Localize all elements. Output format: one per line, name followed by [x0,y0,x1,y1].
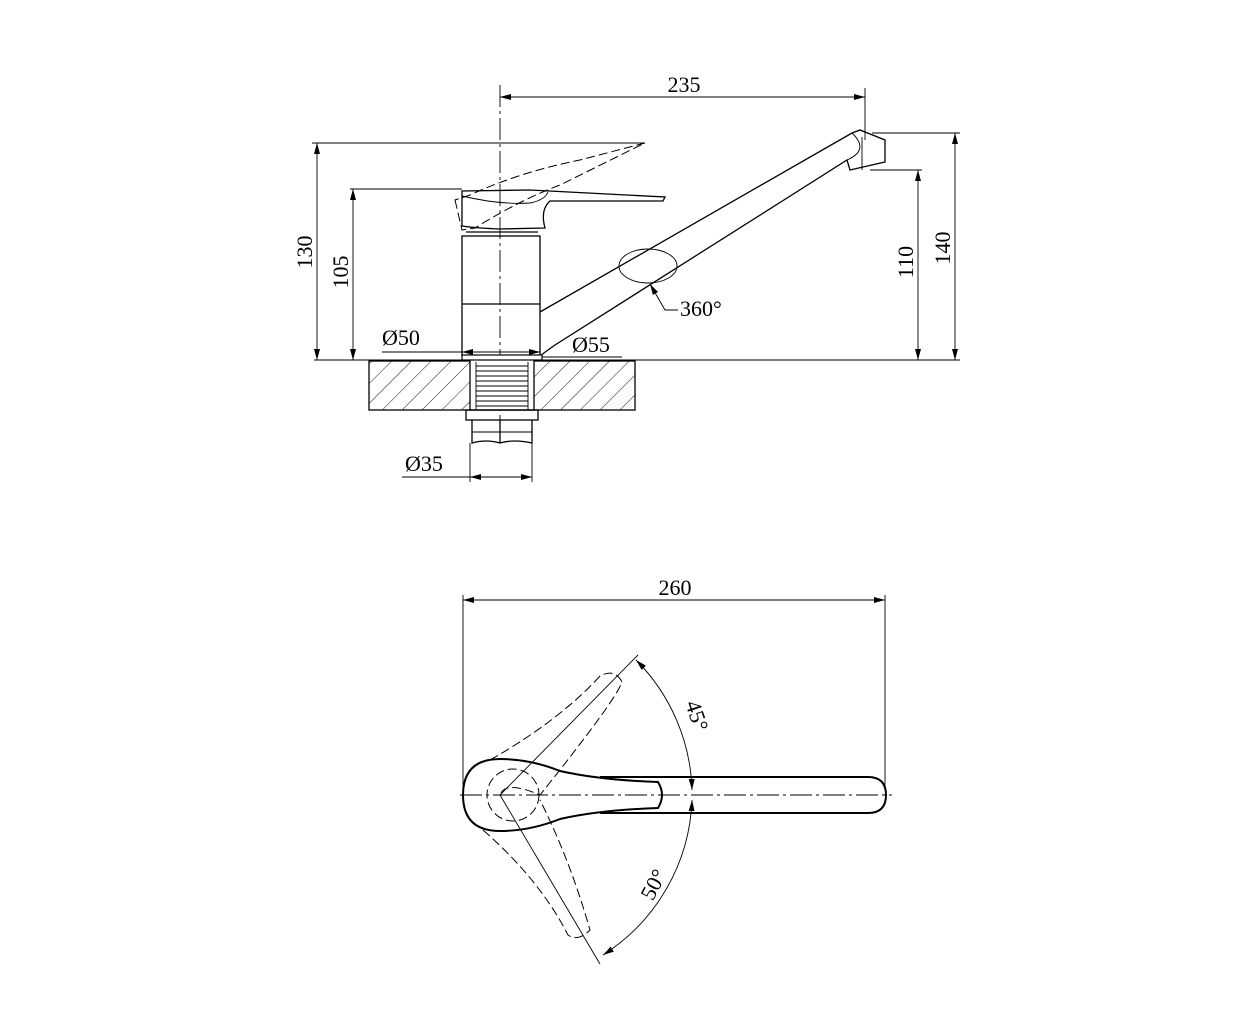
dimension-flange-diameter: Ø55 [540,332,622,358]
dim-label: Ø35 [405,451,443,476]
angle-label: 50° [635,865,672,904]
faucet-body [461,235,541,357]
side-view: 235 130 105 140 110 [292,72,960,482]
dim-label: 235 [668,72,701,97]
angle-label: 45° [680,697,713,734]
dimension-spout-outlet-height: 110 [870,169,922,360]
handle [461,189,667,230]
handle-raised-outline [454,142,646,231]
dimension-spout-top-height: 140 [872,132,960,360]
dim-label: 260 [659,575,692,600]
dim-label: 360° [680,296,722,321]
dim-label: 105 [328,256,353,289]
spout [539,129,886,357]
dimension-base-diameter: Ø50 [382,325,540,355]
dim-label: Ø50 [382,325,420,350]
spout-rotation-annotation: 360° [618,248,722,321]
hoses [471,420,533,444]
handle-right-position [482,799,591,939]
countertop-section [368,354,636,444]
dim-label: 110 [893,246,918,278]
handle-left-position [489,672,623,796]
dimension-body-height: 105 [328,188,462,360]
dimension-spout-reach: 235 [500,72,866,140]
dim-label: Ø55 [572,332,610,357]
dimension-total-height: 130 [292,142,645,360]
dim-label: 140 [930,232,955,265]
spout-top [600,776,888,814]
dimension-hose-diameter: Ø35 [402,443,533,482]
rotation-angle-annotation: 45° 50° [499,654,714,965]
dim-label: 130 [292,236,317,269]
dimension-total-length: 260 [462,575,886,790]
top-view: 260 45° 50° [460,575,892,965]
